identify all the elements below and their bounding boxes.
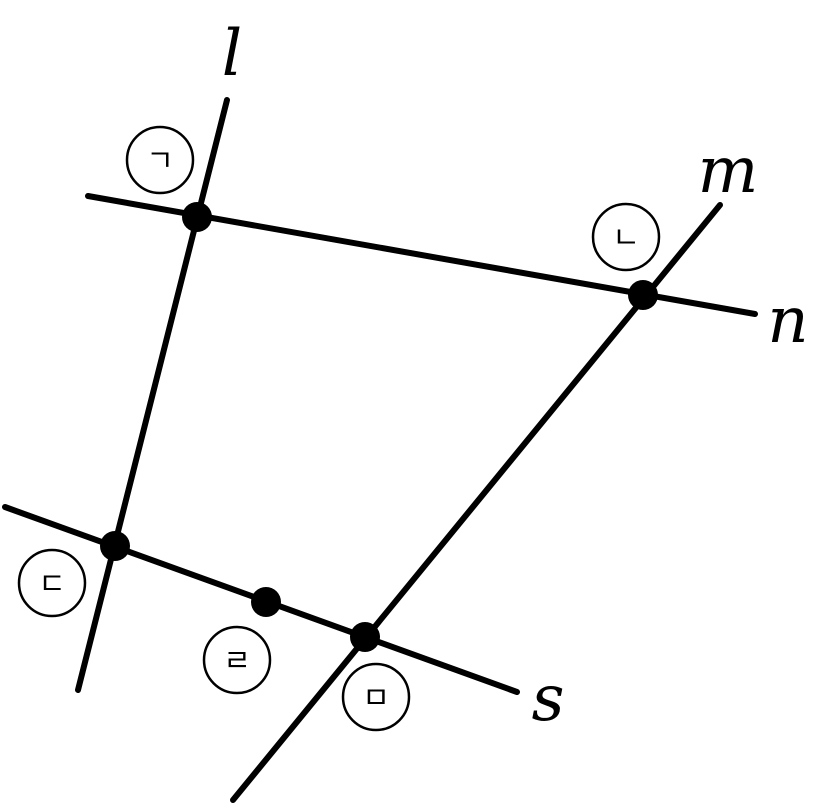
line-l <box>75 97 230 693</box>
marker-n-circle <box>591 202 661 272</box>
marker-r-circle <box>202 625 272 695</box>
point-m <box>350 622 380 652</box>
marker-n-label: ㄴ <box>612 221 640 256</box>
marker-d-circle <box>17 548 87 618</box>
line-label-s: s <box>532 662 565 736</box>
marker-g: ㄱ <box>125 125 195 195</box>
marker-n: ㄴ <box>591 202 661 272</box>
point-d <box>100 531 130 561</box>
marker-m-circle <box>341 662 411 732</box>
marker-g-label: ㄱ <box>146 144 174 179</box>
marker-r-label: ㄹ <box>223 644 251 679</box>
marker-r: ㄹ <box>202 625 272 695</box>
marker-d-label: ㄷ <box>38 567 66 602</box>
marker-d: ㄷ <box>17 548 87 618</box>
point-n <box>628 280 658 310</box>
point-r <box>251 587 281 617</box>
line-label-n: n <box>767 284 808 358</box>
marker-g-circle <box>125 125 195 195</box>
marker-m: ㅁ <box>341 662 411 732</box>
line-label-m: m <box>698 134 759 208</box>
marker-m-label: ㅁ <box>362 681 390 716</box>
point-g <box>182 202 212 232</box>
line-label-l: l <box>222 17 242 91</box>
